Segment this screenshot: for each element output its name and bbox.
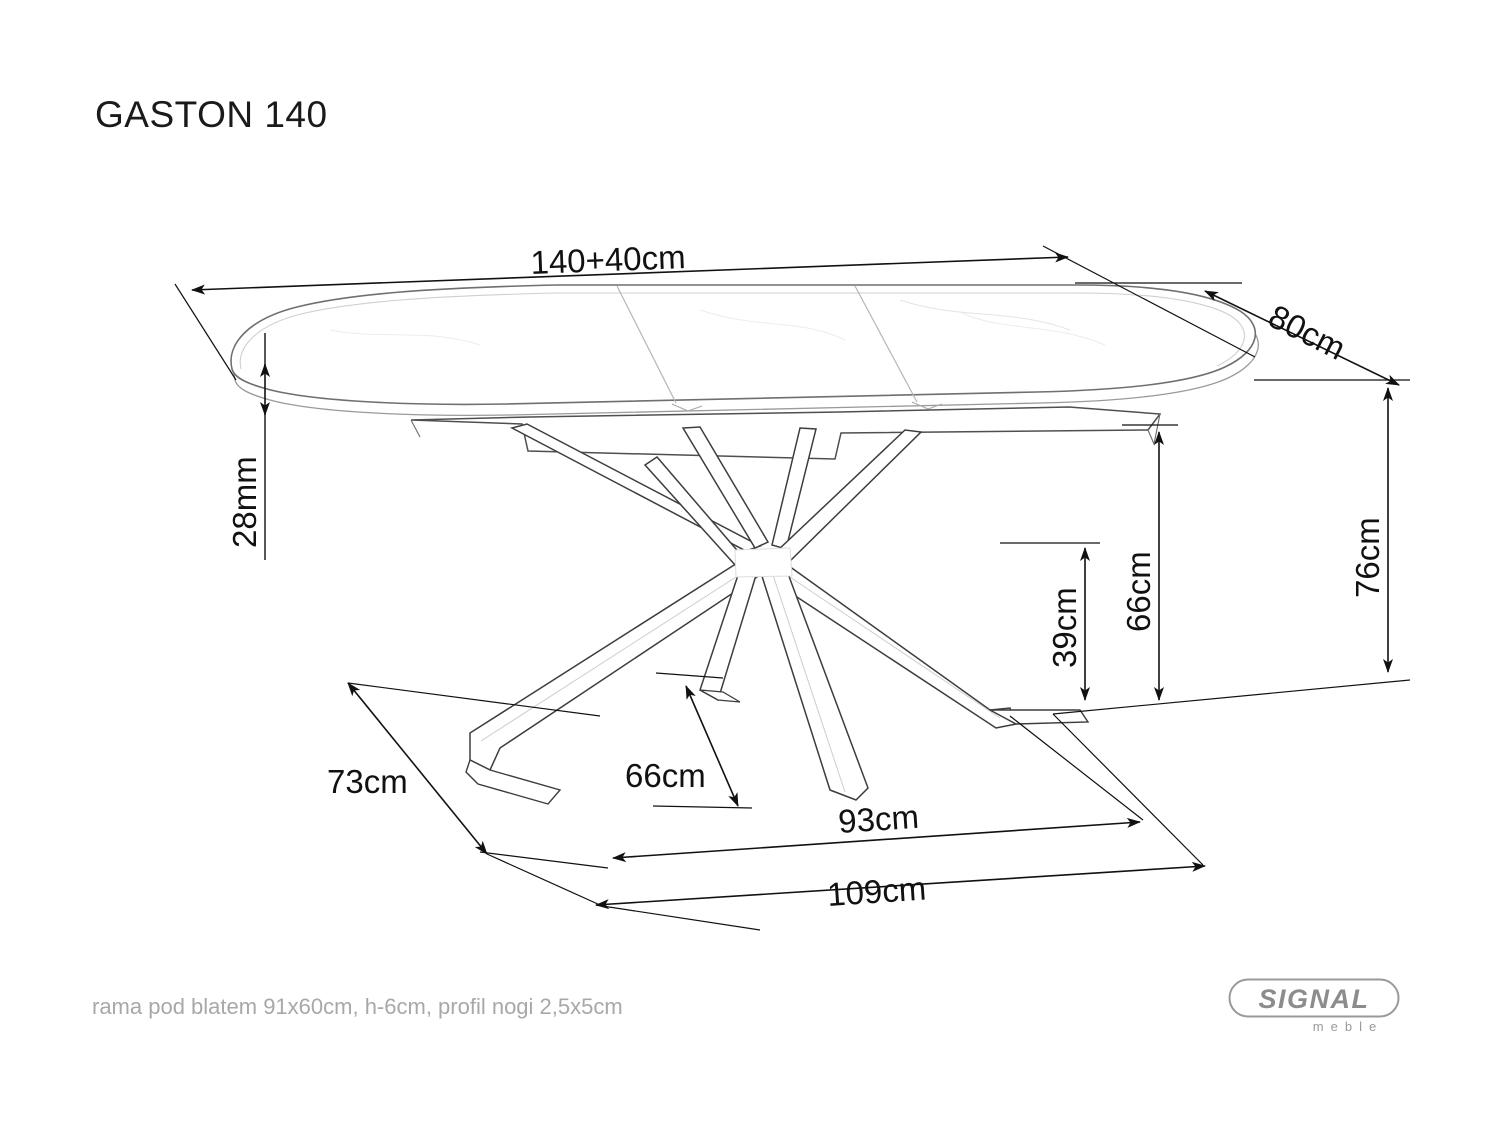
dim-label-under-top: 66cm <box>1120 551 1157 632</box>
logo-outline <box>1228 978 1400 1018</box>
leg-front-center-crease <box>771 571 846 793</box>
dim-line-base-depth <box>347 682 488 855</box>
dim-label-base-center: 66cm <box>625 757 706 794</box>
leg-front-right-crease <box>771 564 1001 719</box>
foot-left <box>465 759 562 805</box>
floor-guide-right-2 <box>1052 713 1204 866</box>
logo-wordmark: SIGNAL <box>1258 984 1369 1014</box>
ext-line-76-bottom <box>1052 679 1411 715</box>
dim-label-lower-height: 39cm <box>1046 587 1083 668</box>
dimension-lines <box>174 245 1411 931</box>
floor-guide-left <box>486 853 601 906</box>
dim-line-depth <box>1204 290 1400 386</box>
ext-line-66b-top <box>655 672 724 679</box>
table-top <box>230 284 1259 417</box>
ext-line-66b-bottom <box>652 805 753 809</box>
ext-line-top-left <box>174 283 237 381</box>
leaf-seam-right <box>854 285 918 403</box>
dim-line-93 <box>612 817 1141 863</box>
marble-vein-3 <box>899 299 1071 331</box>
ext-line-73-bottom <box>479 851 609 869</box>
leg-base <box>465 423 1090 805</box>
marble-vein-1 <box>329 329 481 346</box>
caption: rama pod blatem 91x60cm, h-6cm, profil n… <box>92 994 623 1019</box>
leg-hub <box>734 547 793 578</box>
signal-logo-svg: SIGNAL meble <box>1228 978 1400 1034</box>
table-top-surface <box>230 284 1257 406</box>
dim-label-total-height: 76cm <box>1349 517 1386 598</box>
marble-vein-2 <box>699 309 846 341</box>
dim-label-top-width: 140+40cm <box>530 238 686 281</box>
logo-subtitle: meble <box>1313 1019 1383 1034</box>
dim-label-depth: 80cm <box>1263 297 1352 367</box>
arm-upper-left <box>681 426 770 549</box>
latch-mark-right <box>911 401 943 410</box>
latch-mark-left <box>671 403 703 412</box>
dimension-labels: 140+40cm 80cm 28mm 76cm 66cm 39cm 73cm 6… <box>226 238 1386 913</box>
leg-back-left-crease <box>480 567 751 742</box>
dim-line-base-center <box>685 685 739 807</box>
floor-guide-right-1 <box>1009 715 1144 821</box>
arm-lower-left-cap <box>699 689 741 703</box>
floor-guide-bottom <box>595 904 761 931</box>
dim-line-top-width <box>191 252 1069 295</box>
dim-line-109 <box>595 861 1206 910</box>
dim-label-109: 109cm <box>826 870 927 913</box>
page-title: GASTON 140 <box>95 94 328 135</box>
dim-label-93: 93cm <box>837 798 920 840</box>
dim-label-thickness: 28mm <box>226 456 263 548</box>
frame-edge-line <box>410 419 421 438</box>
leaf-seam-left <box>616 285 677 404</box>
brand-logo: SIGNAL meble <box>1228 978 1400 1036</box>
marble-vein-4 <box>959 311 1106 346</box>
dim-label-base-depth: 73cm <box>327 763 408 800</box>
ext-line-73-top <box>347 682 601 717</box>
